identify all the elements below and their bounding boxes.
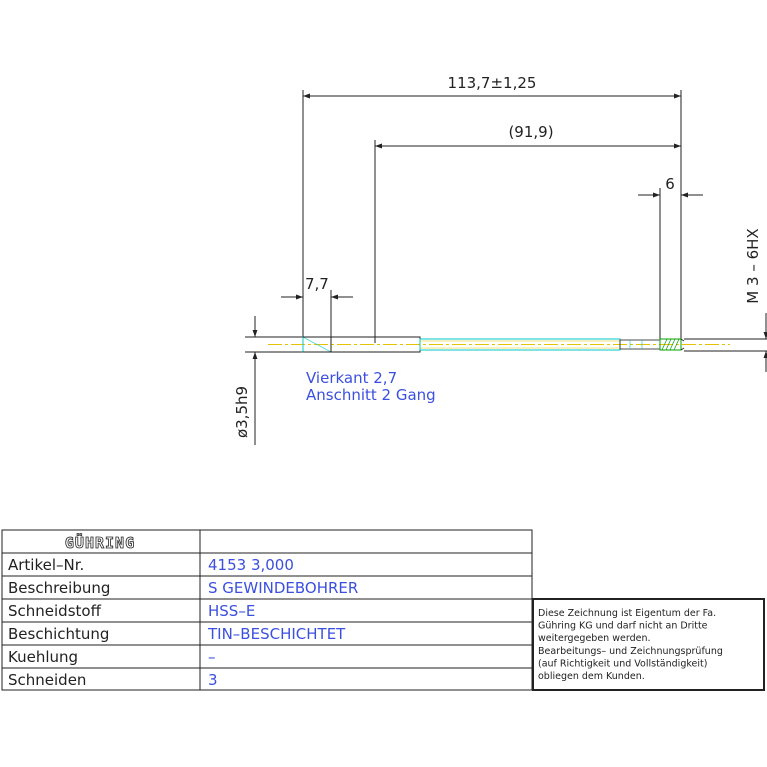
thread-spec-label: M 3 – 6HX [744, 228, 762, 303]
title-block-label: Schneidstoff [8, 602, 102, 620]
copyright-note-line: obliegen dem Kunden. [538, 671, 645, 682]
copyright-note-line: weitergegeben werden. [538, 633, 651, 644]
title-block-label: Beschreibung [8, 579, 110, 597]
title-block-value: S GEWINDEBOHRER [208, 579, 358, 597]
copyright-note-line: Bearbeitungs– und Zeichnungsprüfung [538, 646, 723, 657]
copyright-note-line: Diese Zeichnung ist Eigentum der Fa. [538, 608, 716, 619]
shank-diameter-label: ø3,5h9 [233, 386, 251, 438]
dimension-square-length: 7,7 [281, 275, 353, 343]
thread-length-label: 6 [665, 175, 675, 193]
dimension-thread-length: 6 [638, 175, 703, 343]
chamfer-annotation: Anschnitt 2 Gang [306, 386, 436, 404]
dimension-shank-length: (91,9) [374, 123, 681, 343]
tap-body [268, 336, 730, 353]
title-block-label: Beschichtung [8, 625, 109, 643]
title-block-value: – [208, 648, 216, 666]
square-length-label: 7,7 [305, 275, 329, 293]
title-block-value: 3 [208, 671, 218, 689]
overall-length-label: 113,7±1,25 [448, 74, 537, 92]
title-block-value: TIN–BESCHICHTET [207, 625, 346, 643]
title-block-value: HSS–E [208, 602, 255, 620]
title-block-label: Artikel–Nr. [8, 556, 84, 574]
copyright-note-line: Gühring KG und darf nicht an Dritte [538, 621, 708, 632]
square-annotation: Vierkant 2,7 [306, 369, 397, 387]
title-block-label: Kuehlung [8, 648, 78, 666]
dimension-overall-length: 113,7±1,25 [302, 74, 682, 343]
title-block-label: Schneiden [8, 671, 86, 689]
guhring-logo: GÜHRING [65, 533, 135, 552]
shank-length-label: (91,9) [508, 123, 553, 141]
copyright-box: Diese Zeichnung ist Eigentum der Fa. Gühr… [532, 598, 765, 691]
dimension-thread-spec: M 3 – 6HX [684, 228, 767, 372]
title-block-value: 4153 3,000 [208, 556, 294, 574]
dimension-shank-diameter: ø3,5h9 [233, 316, 303, 445]
copyright-note-line: (auf Richtigkeit und Vollständigkeit) [538, 658, 707, 669]
